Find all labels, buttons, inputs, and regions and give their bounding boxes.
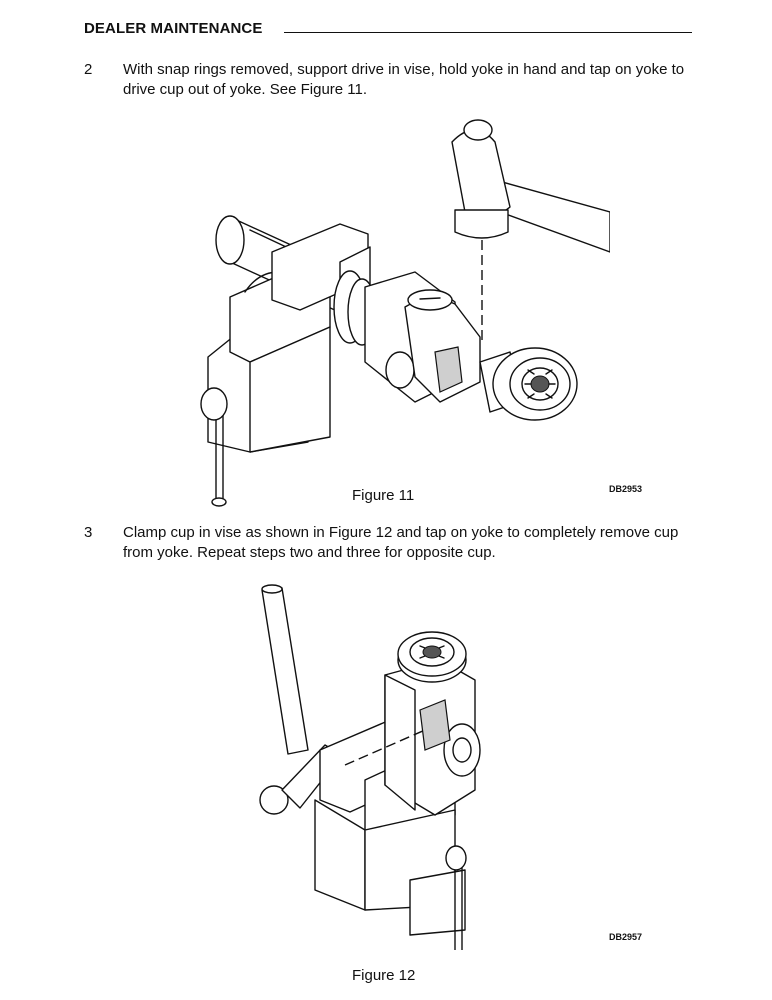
section-title: DEALER MAINTENANCE xyxy=(84,20,263,37)
step-text: Clamp cup in vise as shown in Figure 12 … xyxy=(123,524,679,561)
page-header: DEALER MAINTENANCE xyxy=(84,20,692,40)
figure-11 xyxy=(190,112,611,512)
figure-12 xyxy=(230,580,530,951)
figure-11-illustration xyxy=(200,119,611,507)
figure-12-illustration xyxy=(259,584,481,951)
figure-11-code: DB2953 xyxy=(609,484,643,494)
step-number: 2 xyxy=(84,61,93,78)
header-rule xyxy=(284,32,692,33)
step-number: 3 xyxy=(84,524,93,541)
figure-12-caption: Figure 12 xyxy=(352,967,416,984)
figure-12-code: DB2957 xyxy=(609,932,643,942)
figure-11-caption: Figure 11 xyxy=(352,487,415,504)
step-text: With snap rings removed, support drive i… xyxy=(123,61,685,98)
